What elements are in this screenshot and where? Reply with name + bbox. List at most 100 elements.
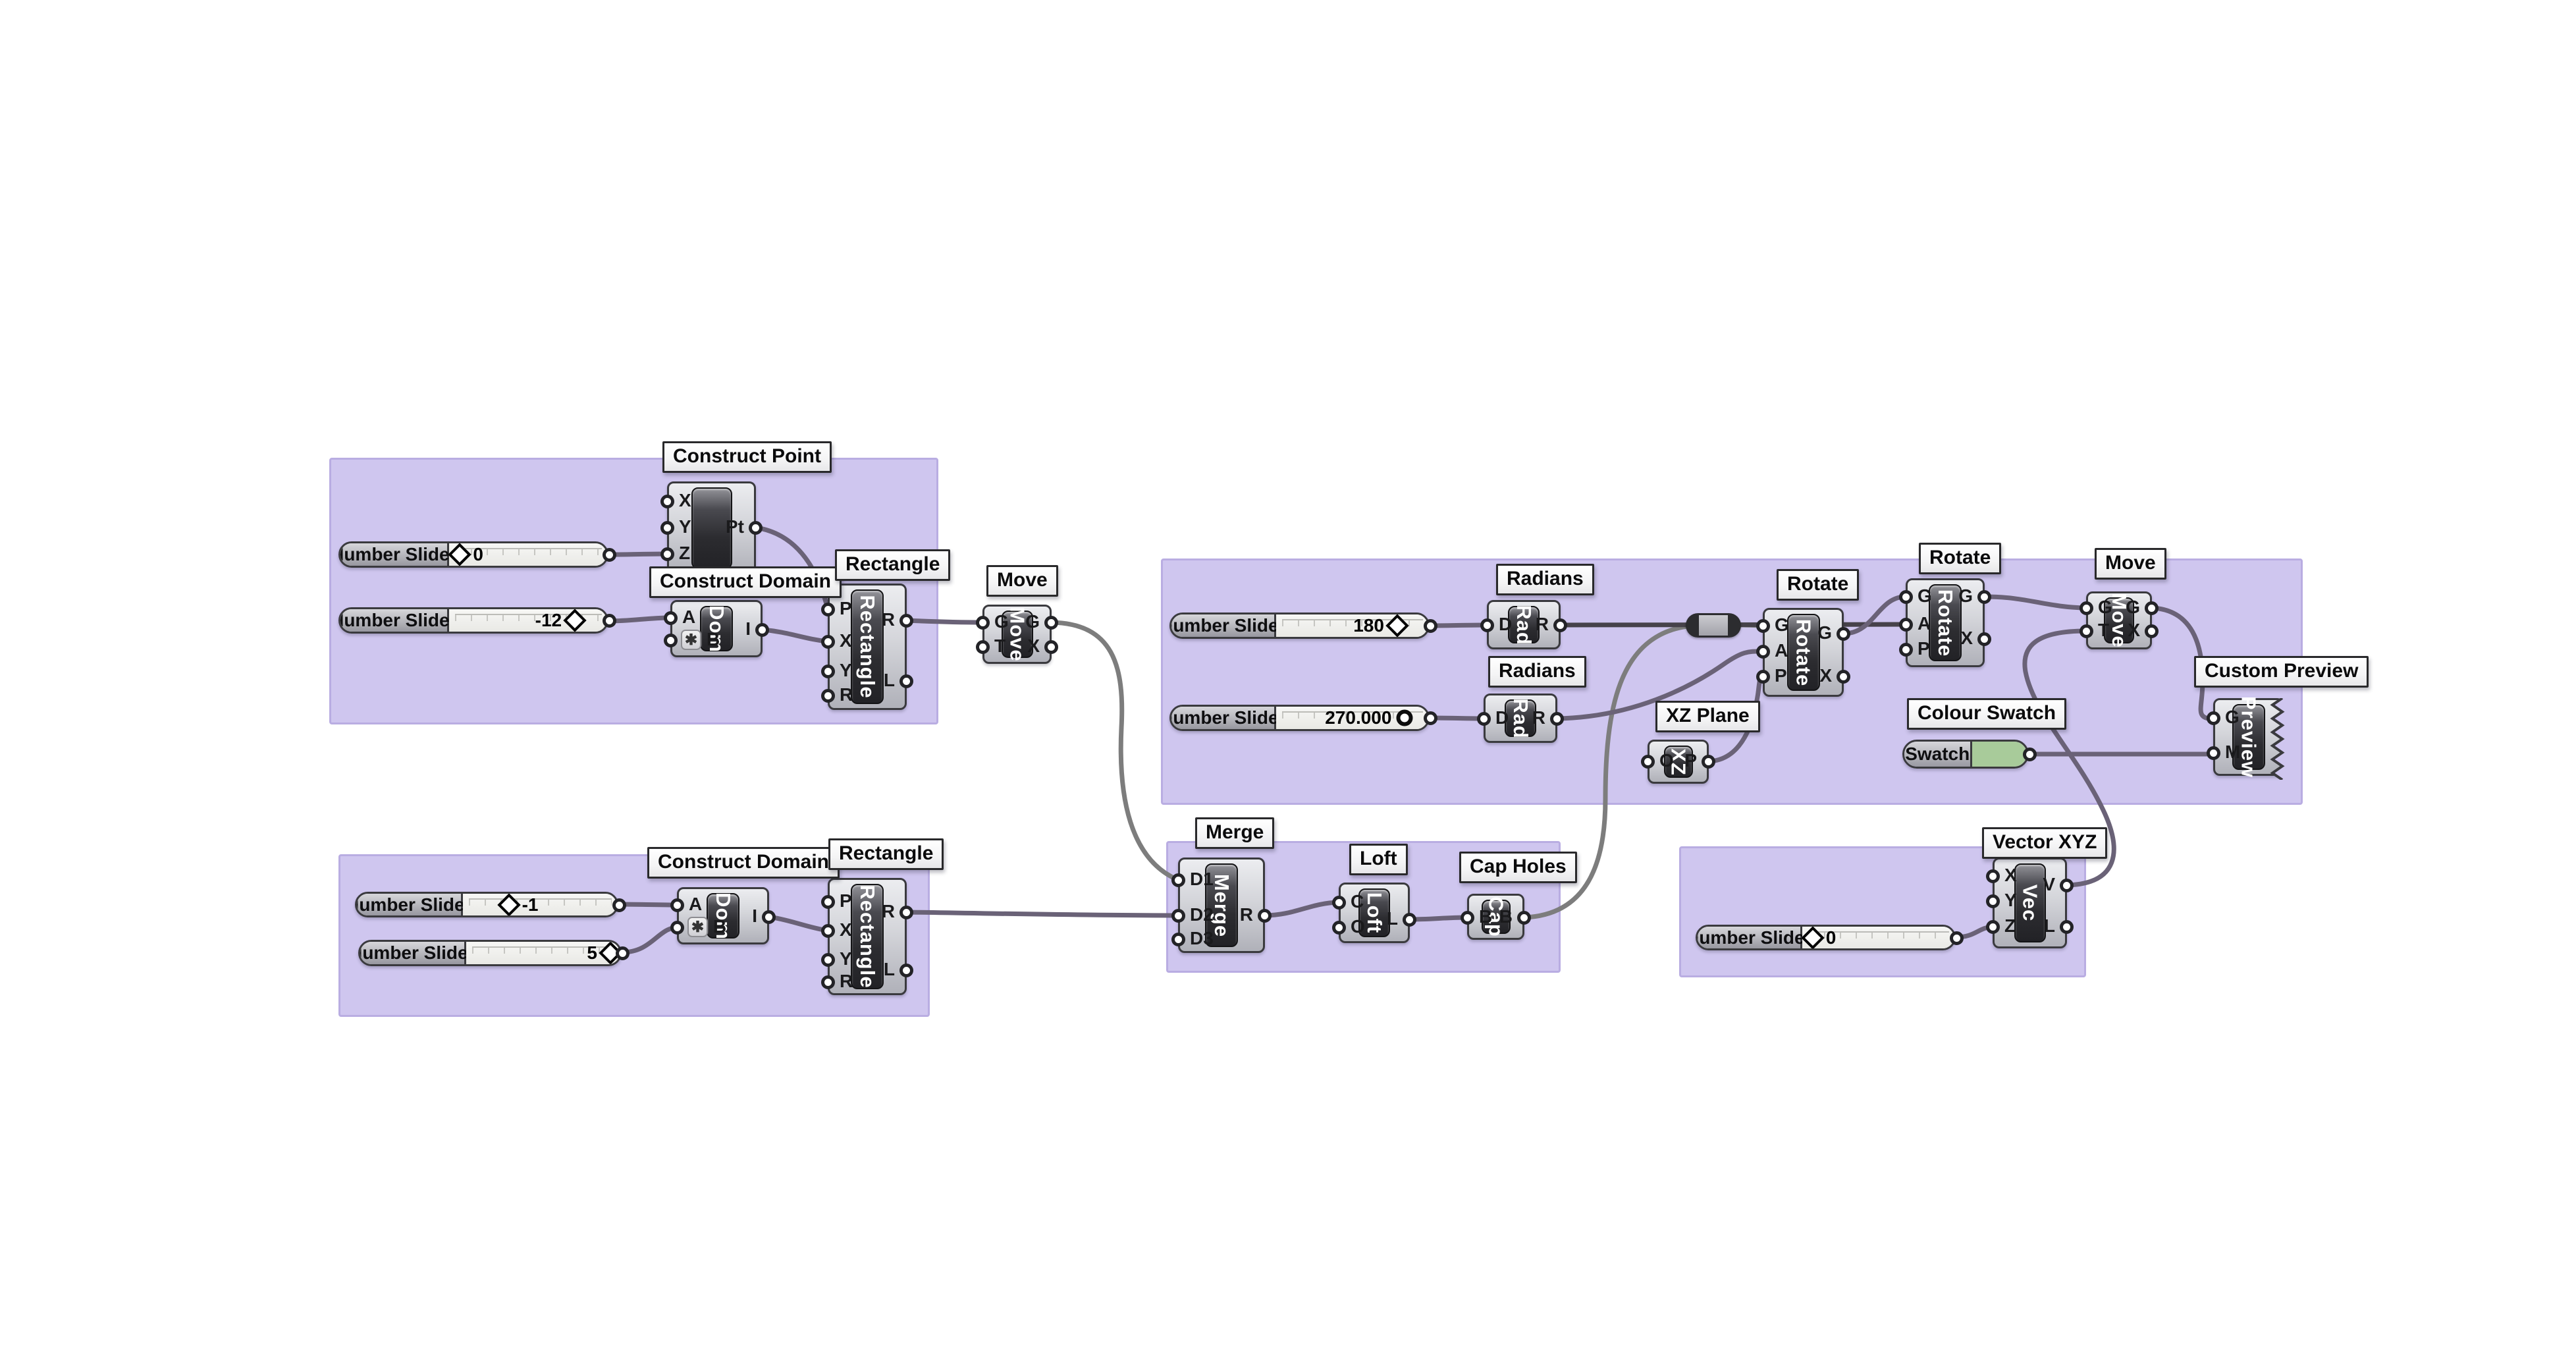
rotate-1-input-P[interactable] [1756,670,1770,684]
vector-xyz-input-Z[interactable] [1986,920,2000,934]
rotate-2-input-A[interactable] [1899,618,1913,632]
tag-rotate-1[interactable]: Rotate [1777,569,1860,601]
colour-swatch-colour-well[interactable] [1972,742,2027,767]
colour-swatch-output[interactable] [2023,748,2037,761]
move-1-input-G[interactable] [976,616,990,630]
move-1-output-G[interactable] [1044,616,1058,630]
rectangle-2-input-X[interactable] [821,924,835,938]
slider-grip-diamond-icon[interactable] [448,543,472,566]
rectangle-2-input-Y[interactable] [821,953,835,967]
tag-construct-domain-2[interactable]: Construct Domain [647,847,840,879]
slider-grip-diamond-icon[interactable] [1385,614,1409,637]
tag-vector-xyz[interactable]: Vector XYZ [1982,827,2108,859]
slider-angle-180-track[interactable]: 180 [1275,614,1428,637]
rectangle-2-input-R[interactable] [821,975,835,989]
slider-domain2-b-track[interactable]: 5 [466,942,620,964]
slider-domain2-a-track[interactable]: -1 [462,894,616,915]
construct-domain-1-input-B[interactable] [664,634,678,647]
slider-grip-diamond-icon[interactable] [1801,927,1825,948]
rotate-1-input-G[interactable] [1756,619,1770,633]
tag-cap-holes[interactable]: Cap Holes [1459,852,1577,883]
vector-xyz-output-L[interactable] [2060,920,2074,934]
move-1-output-X[interactable] [1044,640,1058,654]
radians-2-output-R[interactable] [1550,712,1564,726]
rotate-2-output-G[interactable] [1977,590,1991,604]
tag-construct-point[interactable]: Construct Point [662,441,832,473]
slider-domain1-a-track[interactable]: -12 [448,609,606,632]
rotate-2-input-G[interactable] [1899,590,1913,604]
move-1-input-T[interactable] [976,640,990,654]
custom-preview-input-G[interactable] [2207,711,2220,725]
xz-plane-input-O[interactable] [1641,755,1655,769]
tag-construct-domain-1[interactable]: Construct Domain [649,566,842,598]
wire-rect2-r-to-merge-d2[interactable] [904,910,1181,918]
rotate-1-output-X[interactable] [1837,670,1850,684]
xz-plane-output-P[interactable] [1702,755,1715,769]
slider-grip-circle-icon[interactable] [1396,709,1413,726]
rectangle-1-output-L[interactable] [899,674,913,688]
construct-point-input-Z[interactable] [660,547,674,561]
construct-domain-1-output-I[interactable] [755,623,769,637]
construct-point-input-Y[interactable] [660,521,674,535]
slider-domain2-a-output[interactable] [612,898,626,912]
construct-point-output-Pt[interactable] [749,521,763,535]
merge-input-D3[interactable] [1171,933,1185,946]
rectangle-2-output-R[interactable] [899,906,913,919]
tag-merge[interactable]: Merge [1195,817,1275,849]
wire-move1-g-to-merge-d1[interactable] [1049,620,1181,883]
rectangle-2-output-L[interactable] [899,964,913,977]
rotate-1-input-A[interactable] [1756,645,1770,659]
vector-xyz-input-Y[interactable] [1986,894,2000,908]
tag-move-1[interactable]: Move [986,565,1058,597]
tag-radians-2[interactable]: Radians [1488,656,1586,688]
custom-preview-input-M[interactable] [2207,746,2220,760]
slider-domain1-a-output[interactable] [603,614,616,628]
loft-input-O[interactable] [1332,921,1346,935]
tag-loft[interactable]: Loft [1349,844,1408,875]
radians-1-input-D[interactable] [1480,618,1494,632]
rotate-2-input-P[interactable] [1899,643,1913,657]
rectangle-1-input-X[interactable] [821,635,835,649]
radians-2-input-D[interactable] [1477,712,1491,726]
construct-domain-2-input-A[interactable] [670,898,684,912]
merge-input-D1[interactable] [1171,873,1185,887]
slider-point-z-track[interactable]: 0 [448,543,606,566]
move-2-output-G[interactable] [2145,601,2159,615]
rectangle-1-input-R[interactable] [821,689,835,703]
rectangle-2-input-P[interactable] [821,895,835,909]
rotate-2-output-X[interactable] [1977,632,1991,646]
slider-domain1-a[interactable]: Number Slider-12 [338,607,608,634]
tag-rectangle-1[interactable]: Rectangle [835,549,951,581]
wire-relay-node[interactable] [1686,613,1741,638]
construct-domain-2-output-I[interactable] [762,910,776,924]
tag-rotate-2[interactable]: Rotate [1919,543,2002,574]
tag-move-2[interactable]: Move [2095,548,2166,580]
construct-domain-2-input-B[interactable] [670,921,684,935]
rectangle-1-input-Y[interactable] [821,665,835,678]
loft-input-C[interactable] [1332,896,1346,910]
slider-angle-270-output[interactable] [1424,711,1437,725]
rotate-1-output-G[interactable] [1837,627,1850,641]
slider-domain2-a[interactable]: Number Slider-1 [355,892,618,917]
vector-xyz-output-V[interactable] [2060,879,2074,892]
loft-output-L[interactable] [1403,913,1416,927]
move-2-input-G[interactable] [2080,601,2093,615]
move-2-input-T[interactable] [2080,624,2093,638]
